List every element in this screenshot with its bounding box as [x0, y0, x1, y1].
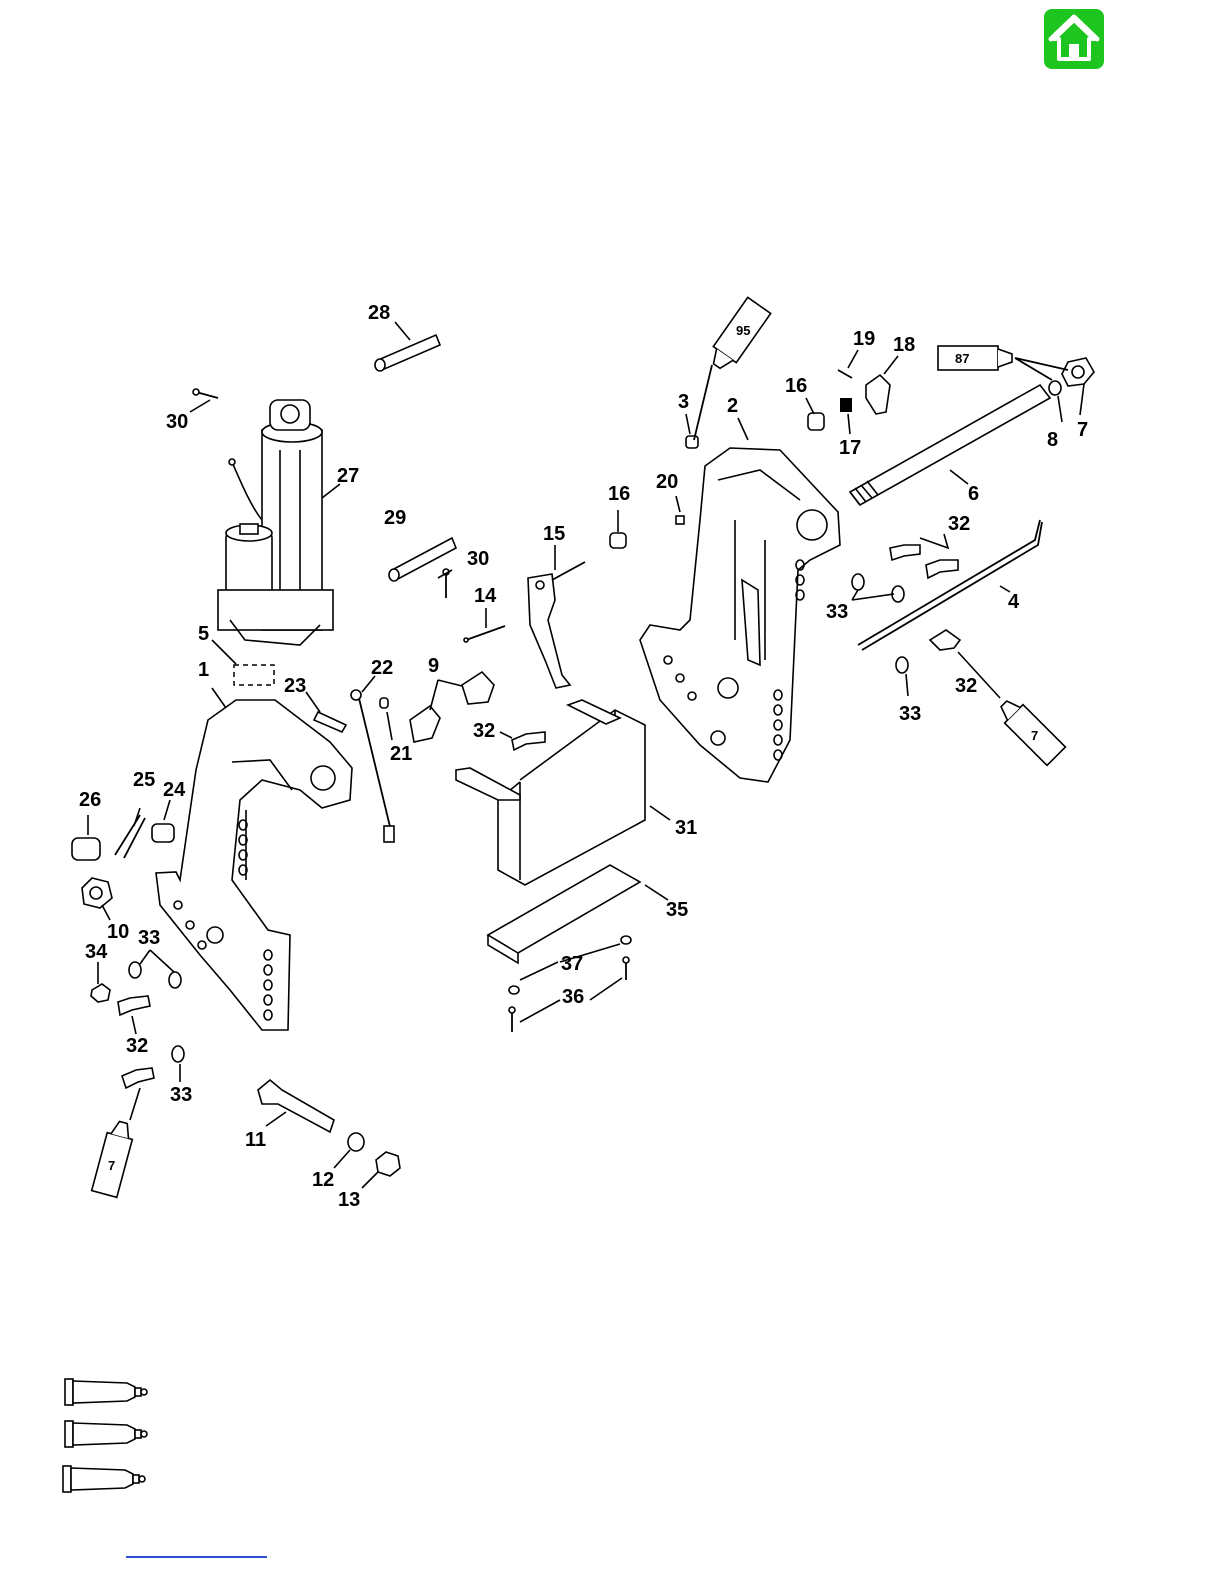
- callout-13: 13: [338, 1189, 360, 1211]
- svg-text:7: 7: [1031, 728, 1038, 743]
- callout-11: 11: [245, 1129, 266, 1151]
- transom-bracket-left: [156, 700, 352, 1030]
- callout-31: 31: [675, 817, 697, 839]
- callout-21: 21: [390, 743, 412, 765]
- lubricant-tube-95: 95: [705, 297, 770, 374]
- callout-32c: 32: [473, 720, 495, 742]
- svg-text:95: 95: [736, 323, 750, 338]
- callout-29: 29: [384, 507, 406, 529]
- svg-text:87: 87: [955, 351, 969, 366]
- svg-text:7: 7: [108, 1158, 115, 1173]
- lubricant-tube-87: 87: [938, 346, 1012, 370]
- callout-5: 5: [198, 623, 209, 645]
- callout-4: 4: [1008, 591, 1020, 613]
- callout-12: 12: [312, 1169, 334, 1191]
- callout-17: 17: [839, 437, 861, 459]
- callout-16b: 16: [785, 375, 807, 397]
- callout-24: 24: [163, 779, 186, 801]
- callout-20: 20: [656, 471, 678, 493]
- callout-32a: 32: [948, 513, 970, 535]
- callout-33d: 33: [170, 1084, 192, 1106]
- callout-30a: 30: [166, 411, 188, 433]
- callout-25: 25: [133, 769, 155, 791]
- callout-22: 22: [371, 657, 393, 679]
- legend-item-2: [65, 1421, 147, 1447]
- callout-37: 37: [561, 953, 583, 975]
- rod: [858, 520, 1042, 650]
- lubricant-tube-icon: [65, 1421, 147, 1447]
- callout-10: 10: [107, 921, 129, 943]
- plate: [488, 865, 640, 963]
- callout-28: 28: [368, 302, 390, 324]
- callout-3: 3: [678, 391, 689, 413]
- callout-27: 27: [337, 465, 359, 487]
- lubricant-tube-icon: [63, 1466, 145, 1492]
- callout-6: 6: [968, 483, 979, 505]
- callout-32b: 32: [955, 675, 977, 697]
- callout-8: 8: [1047, 429, 1058, 451]
- callout-35: 35: [666, 899, 688, 921]
- callout-1: 1: [198, 659, 209, 681]
- callout-26: 26: [79, 789, 101, 811]
- lubricant-tube-7-right: 7: [995, 695, 1066, 766]
- callout-19: 19: [853, 328, 875, 350]
- callout-9: 9: [428, 655, 439, 677]
- lubricant-tube-icon: [65, 1379, 147, 1405]
- callout-34: 34: [85, 941, 108, 963]
- lubricant-legend: [60, 1372, 260, 1502]
- trim-cylinder-assembly: [218, 400, 333, 645]
- legend-item-3: [63, 1466, 145, 1492]
- legend-item-1: [65, 1379, 147, 1405]
- callout-14: 14: [474, 585, 497, 607]
- callout-15: 15: [543, 523, 565, 545]
- callout-36: 36: [562, 986, 584, 1008]
- callout-16a: 16: [608, 483, 630, 505]
- transom-bracket-right: [640, 448, 840, 782]
- callout-32d: 32: [126, 1035, 148, 1057]
- callout-33b: 33: [899, 703, 921, 725]
- callout-2: 2: [727, 395, 738, 417]
- callout-7: 7: [1077, 419, 1088, 441]
- callout-18: 18: [893, 334, 915, 356]
- callout-33c: 33: [138, 927, 160, 949]
- lubricant-tube-7-left: 7: [92, 1119, 136, 1197]
- callout-30b: 30: [467, 548, 489, 570]
- bottom-link[interactable]: [126, 1556, 267, 1558]
- callout-33a: 33: [826, 601, 848, 623]
- callout-23: 23: [284, 675, 306, 697]
